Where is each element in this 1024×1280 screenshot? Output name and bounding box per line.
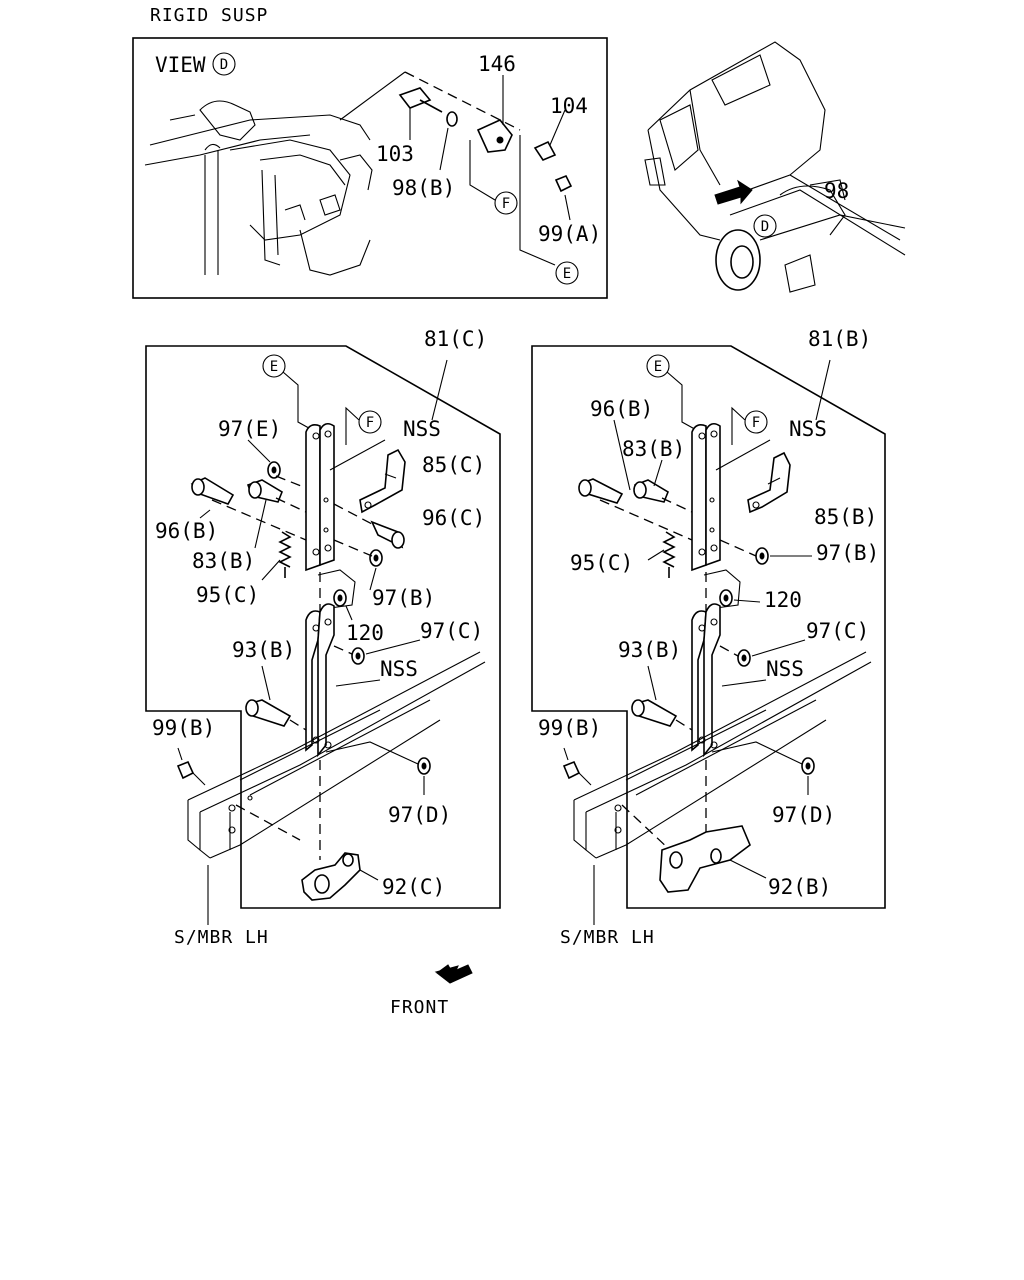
truck-window xyxy=(711,54,771,106)
truck-view-marker: D xyxy=(753,214,777,238)
right-label-92b: 92(B) xyxy=(768,875,831,899)
right-ref-f: F xyxy=(744,410,768,434)
truck-cab-outline xyxy=(647,41,826,176)
left-label-96b: 96(B) xyxy=(155,519,218,543)
left-label-nss-top: NSS xyxy=(403,417,441,441)
right-label-83b: 83(B) xyxy=(622,437,685,461)
right-label-97b: 97(B) xyxy=(816,541,879,565)
right-part-95c-spring xyxy=(662,531,676,568)
view-d-panel: VIEW D xyxy=(132,37,608,299)
right-upper-link-plate xyxy=(691,424,707,572)
view-d-marker-circle xyxy=(212,52,236,76)
left-assembly-frame xyxy=(145,345,501,909)
label-146: 146 xyxy=(478,52,516,76)
part-85b-bracket xyxy=(747,451,791,514)
right-label-120: 120 xyxy=(764,588,802,612)
right-assembly: 81(B) E F xyxy=(531,327,886,948)
truck-view-partial-label: 98 xyxy=(824,179,849,203)
right-label-97c: 97(C) xyxy=(806,619,869,643)
label-98b: 98(B) xyxy=(392,176,455,200)
view-d-frame xyxy=(132,37,608,299)
part-146-bracket xyxy=(476,119,513,153)
left-label-93b: 93(B) xyxy=(232,638,295,662)
left-label-95c: 95(C) xyxy=(196,583,259,607)
left-label-97e: 97(E) xyxy=(218,417,281,441)
right-side-member xyxy=(573,651,872,859)
right-assembly-frame xyxy=(531,345,886,909)
diagram-title: RIGID SUSP xyxy=(150,5,268,26)
right-ref-e-letter: E xyxy=(654,359,662,375)
left-label-85c: 85(C) xyxy=(422,453,485,477)
truck-block xyxy=(784,254,816,293)
part-98b-washer xyxy=(446,111,458,127)
right-assembly-title: 81(B) xyxy=(808,327,871,351)
right-lower-link-plate-2 xyxy=(703,603,721,758)
view-d-marker-letter: D xyxy=(220,57,228,73)
left-label-97b: 97(B) xyxy=(372,586,435,610)
view-d-ref-f: F xyxy=(494,191,518,215)
right-upper-link-plate-2 xyxy=(705,422,721,567)
part-85c-bracket xyxy=(359,448,406,514)
truck-front-wheel xyxy=(715,229,761,291)
right-label-99b: 99(B) xyxy=(538,716,601,740)
right-label-nss-top: NSS xyxy=(789,417,827,441)
view-d-ref-e: E xyxy=(555,261,579,285)
front-indicator: FRONT xyxy=(390,964,473,1018)
right-label-93b: 93(B) xyxy=(618,638,681,662)
right-label-nss-mid: NSS xyxy=(766,657,804,681)
part-95c-spring xyxy=(278,531,292,568)
right-ref-f-letter: F xyxy=(752,415,760,431)
part-103-bolt xyxy=(398,87,432,109)
truck-windshield xyxy=(659,104,699,171)
left-ref-e: E xyxy=(262,354,286,378)
view-d-marker: D xyxy=(212,52,236,76)
left-ref-f-letter: F xyxy=(366,415,374,431)
left-lower-link-plate xyxy=(305,610,321,752)
view-direction-arrow-icon xyxy=(714,179,753,205)
right-label-97d: 97(D) xyxy=(772,803,835,827)
left-assembly: 81(C) E F xyxy=(145,327,501,948)
view-d-chassis-sketch xyxy=(144,71,521,276)
front-label: FRONT xyxy=(390,997,449,1018)
part-99b-nut xyxy=(176,760,195,780)
right-ref-e: E xyxy=(646,354,670,378)
label-104: 104 xyxy=(550,94,588,118)
right-label-smbr: S/MBR LH xyxy=(560,927,655,948)
view-d-label: VIEW xyxy=(155,53,206,77)
view-d-parts xyxy=(398,75,573,266)
left-ref-f: F xyxy=(358,410,382,434)
left-label-smbr: S/MBR LH xyxy=(174,927,269,948)
view-d-ref-f-letter: F xyxy=(502,196,510,212)
left-label-83b: 83(B) xyxy=(192,549,255,573)
left-label-120: 120 xyxy=(346,621,384,645)
left-label-97c: 97(C) xyxy=(420,619,483,643)
right-label-85b: 85(B) xyxy=(814,505,877,529)
right-part-99b-nut xyxy=(562,760,581,780)
left-assembly-title: 81(C) xyxy=(424,327,487,351)
label-99a: 99(A) xyxy=(538,222,601,246)
truck-view-marker-letter: D xyxy=(761,219,769,235)
left-upper-link-plate xyxy=(305,424,321,572)
left-label-99b: 99(B) xyxy=(152,716,215,740)
left-label-97d: 97(D) xyxy=(388,803,451,827)
left-label-nss-mid: NSS xyxy=(380,657,418,681)
left-side-member xyxy=(187,651,486,859)
right-label-96b: 96(B) xyxy=(590,397,653,421)
label-103: 103 xyxy=(376,142,414,166)
part-99a-nut xyxy=(554,174,573,193)
view-d-ref-e-letter: E xyxy=(563,266,571,282)
left-label-92c: 92(C) xyxy=(382,875,445,899)
right-label-95c: 95(C) xyxy=(570,551,633,575)
truck-location-view: D 98 xyxy=(644,41,906,293)
left-label-96c: 96(C) xyxy=(422,506,485,530)
left-ref-e-letter: E xyxy=(270,359,278,375)
truck-mirror xyxy=(644,157,666,186)
right-lower-link-plate xyxy=(691,610,707,752)
left-lower-link-plate-2 xyxy=(317,603,335,758)
left-upper-link-plate-2 xyxy=(319,422,335,567)
part-104-bolt xyxy=(533,140,557,161)
